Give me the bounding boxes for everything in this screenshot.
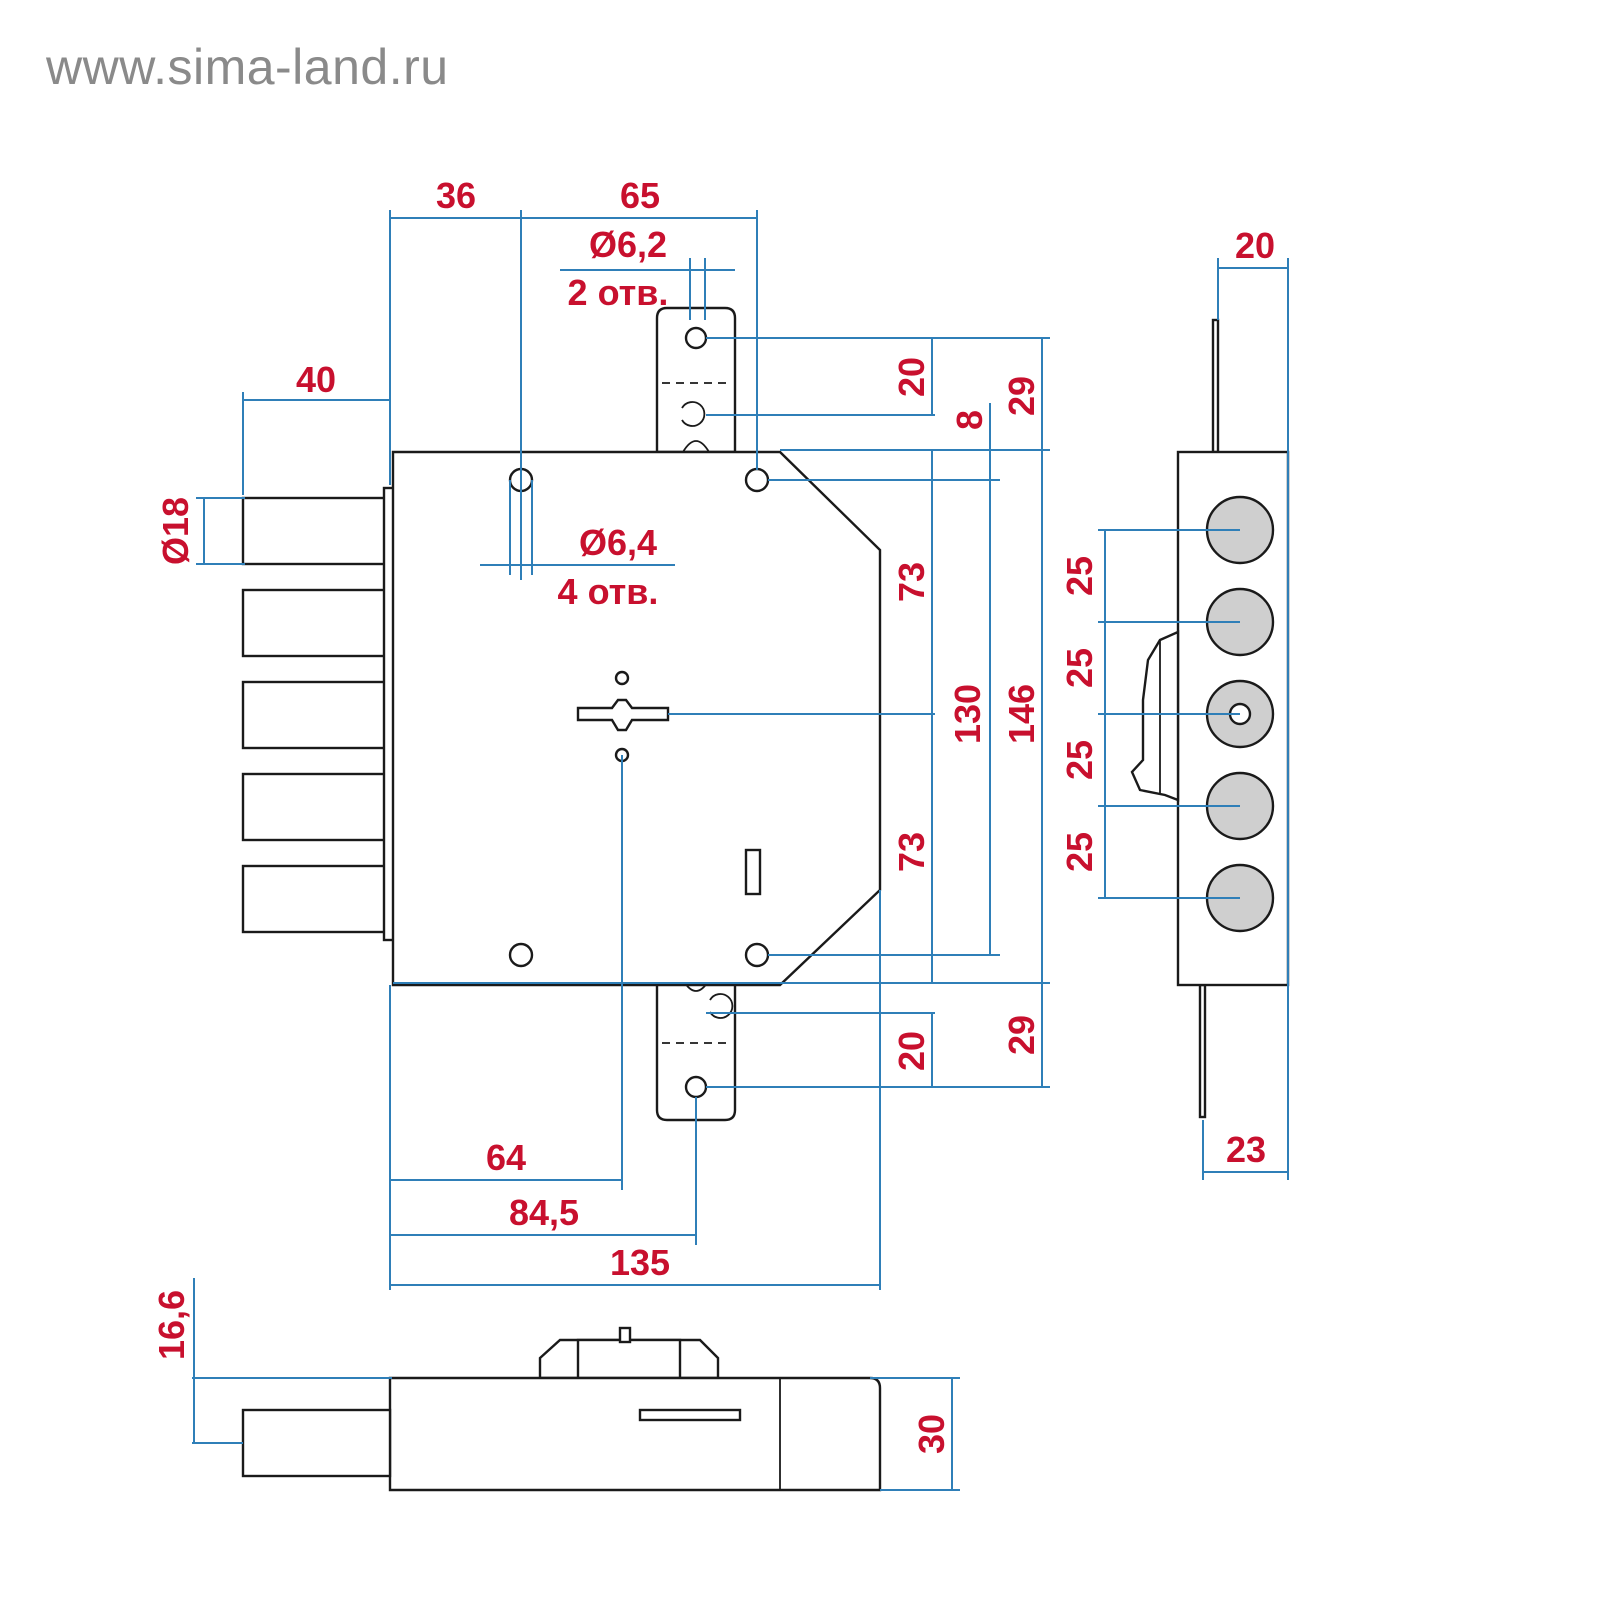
latch-slot <box>744 848 762 896</box>
top-plate-slot <box>681 401 706 427</box>
bolt-3 <box>241 680 390 750</box>
dim-bolt-pitch-1: 25 <box>1059 556 1100 596</box>
dim-8: 8 <box>949 410 990 430</box>
latch-top <box>638 1408 742 1422</box>
dim-30: 30 <box>911 1414 952 1454</box>
lock-case-top <box>388 1376 882 1492</box>
bolt-1 <box>241 496 390 566</box>
dim-side-20: 20 <box>1235 225 1275 266</box>
keyhole-dot-top <box>614 670 630 686</box>
dim-hole-top-diameter: Ø6,2 <box>589 224 667 265</box>
dim-hole-body-diameter: Ø6,4 <box>579 522 657 563</box>
side-view <box>1130 318 1290 1119</box>
top-plate-notch <box>682 440 710 453</box>
dim-73-bottom: 73 <box>891 832 932 872</box>
dim-29-bottom: 29 <box>1001 1015 1042 1055</box>
side-dimension-lines <box>1098 258 1289 1180</box>
dim-130: 130 <box>947 684 988 744</box>
side-top-plate <box>1211 318 1220 454</box>
dim-20-top: 20 <box>891 357 932 397</box>
dim-40: 40 <box>296 359 336 400</box>
bolt-5 <box>241 864 390 934</box>
body-hole-top-right <box>744 467 770 493</box>
dim-65: 65 <box>620 175 660 216</box>
dim-84-5: 84,5 <box>509 1192 579 1233</box>
watermark-text: www.sima-land.ru <box>46 39 449 95</box>
dim-73-top: 73 <box>891 562 932 602</box>
dim-bolt-pitch-2: 25 <box>1059 648 1100 688</box>
cylinder-side-profile <box>1130 630 1180 802</box>
dim-hole-body-count: 4 отв. <box>558 571 659 612</box>
side-bottom-plate <box>1198 983 1207 1119</box>
front-view <box>241 306 882 1122</box>
bolt-2 <box>241 588 390 658</box>
dim-135: 135 <box>610 1242 670 1283</box>
bottom-plate-slot <box>709 993 734 1019</box>
bolt-4 <box>241 772 390 842</box>
dim-bolt-diameter: Ø18 <box>155 497 196 565</box>
bottom-view <box>241 1326 882 1492</box>
dimension-labels: 36 65 Ø6,2 2 отв. 40 Ø18 Ø6,4 4 отв. 20 … <box>151 175 1275 1454</box>
dim-64: 64 <box>486 1137 526 1178</box>
bottom-dimension-lines <box>192 1278 960 1491</box>
body-hole-bottom-right <box>744 942 770 968</box>
keyhole <box>576 698 670 732</box>
dim-146: 146 <box>1001 684 1042 744</box>
body-hole-bottom-left <box>508 942 534 968</box>
bottom-plate-hole <box>684 1075 708 1099</box>
dim-36: 36 <box>436 175 476 216</box>
top-plate-hole <box>684 326 708 350</box>
dim-bolt-pitch-4: 25 <box>1059 832 1100 872</box>
dim-29-top: 29 <box>1001 376 1042 416</box>
dim-side-23: 23 <box>1226 1129 1266 1170</box>
dim-bolt-pitch-3: 25 <box>1059 740 1100 780</box>
bolt-top <box>241 1408 392 1478</box>
front-dimension-lines <box>196 210 1050 1290</box>
dim-16-6: 16,6 <box>151 1290 192 1360</box>
dim-20-bottom: 20 <box>891 1031 932 1071</box>
dim-hole-top-count: 2 отв. <box>568 272 669 313</box>
bottom-mounting-plate <box>655 978 737 1122</box>
